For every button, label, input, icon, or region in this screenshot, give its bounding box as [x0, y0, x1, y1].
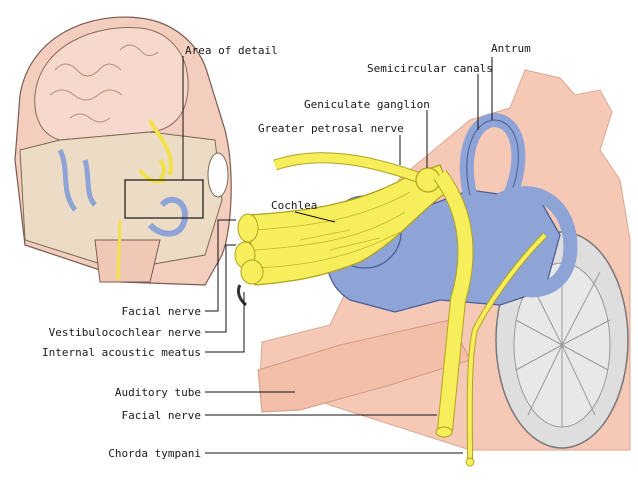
semicircular-canal-lateral: [480, 221, 552, 284]
leader-facial-nerve-upper: [205, 219, 236, 312]
labels: Area of detail Antrum Semicircular canal…: [42, 42, 531, 460]
head-cutaway: [14, 16, 232, 286]
tympanic-rays: [515, 263, 611, 427]
neck: [94, 239, 161, 283]
label-area-of-detail: Area of detail: [185, 44, 278, 57]
greater-petrosal-nerve-fill: [273, 153, 422, 183]
label-facial-nerve-lower: Facial nerve: [122, 409, 201, 422]
chorda-tympani-fill: [467, 233, 547, 461]
ear-detail: [234, 57, 631, 467]
skull-opening: [207, 152, 229, 198]
brain-folds: [49, 44, 159, 123]
leader-lines: [205, 74, 479, 454]
area-of-detail-box: [124, 179, 204, 219]
auditory-tube-shape: [257, 319, 471, 413]
semicircular-canal-posterior: [494, 186, 578, 298]
facial-nerve-descending-fill: [434, 170, 473, 431]
leader-cochlea: [294, 211, 336, 223]
label-semicircular-canals: Semicircular canals: [367, 62, 493, 75]
nerve-bundle: [247, 164, 451, 286]
nerve-bundle-fibers: [254, 191, 411, 269]
meatus-dark-edge: [236, 284, 248, 307]
label-auditory-tube: Auditory tube: [115, 386, 201, 399]
mini-cochlea: [147, 196, 189, 237]
label-geniculate-ganglion: Geniculate ganglion: [304, 98, 430, 111]
label-cochlea: Cochlea: [271, 199, 317, 212]
chorda-tympani-end: [465, 457, 475, 467]
label-antrum: Antrum: [491, 42, 531, 55]
label-vestibulocochlear-nerve: Vestibulocochlear nerve: [49, 326, 201, 339]
neck-nerve: [116, 219, 122, 281]
label-greater-petrosal-nerve: Greater petrosal nerve: [258, 122, 404, 135]
nerve-cut-end-3: [240, 259, 264, 285]
semicircular-canal-superior-edge: [466, 119, 519, 196]
sinus-blue: [57, 148, 97, 212]
label-chorda-tympani: Chorda tympani: [108, 447, 201, 460]
facial-nerve-cut-end: [435, 426, 453, 438]
label-internal-acoustic-meatus: Internal acoustic meatus: [42, 346, 201, 359]
leader-internal-acoustic: [205, 292, 245, 353]
nerve-cut-end-1: [237, 213, 259, 243]
label-facial-nerve-upper: Facial nerve: [122, 305, 201, 318]
leader-vestibulocochlear: [205, 244, 236, 333]
